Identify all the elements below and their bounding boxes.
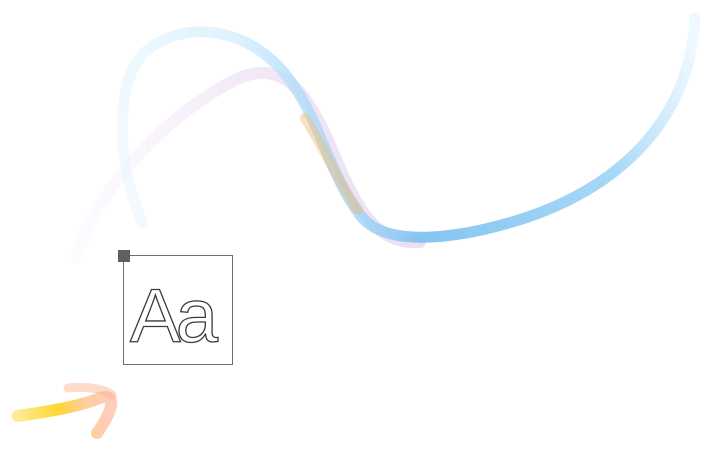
orange-swoosh-tail: [63, 382, 117, 400]
blue-brush-stroke: [116, 12, 701, 243]
text-sample-aa: Aa: [130, 274, 219, 359]
orange-swoosh-stroke: [12, 391, 118, 439]
resize-handle-icon[interactable]: [118, 250, 130, 262]
text-sample-glyphs: Aa: [129, 273, 224, 359]
amber-overlap-stroke: [300, 113, 363, 215]
text-sample-box[interactable]: Aa: [118, 250, 233, 365]
